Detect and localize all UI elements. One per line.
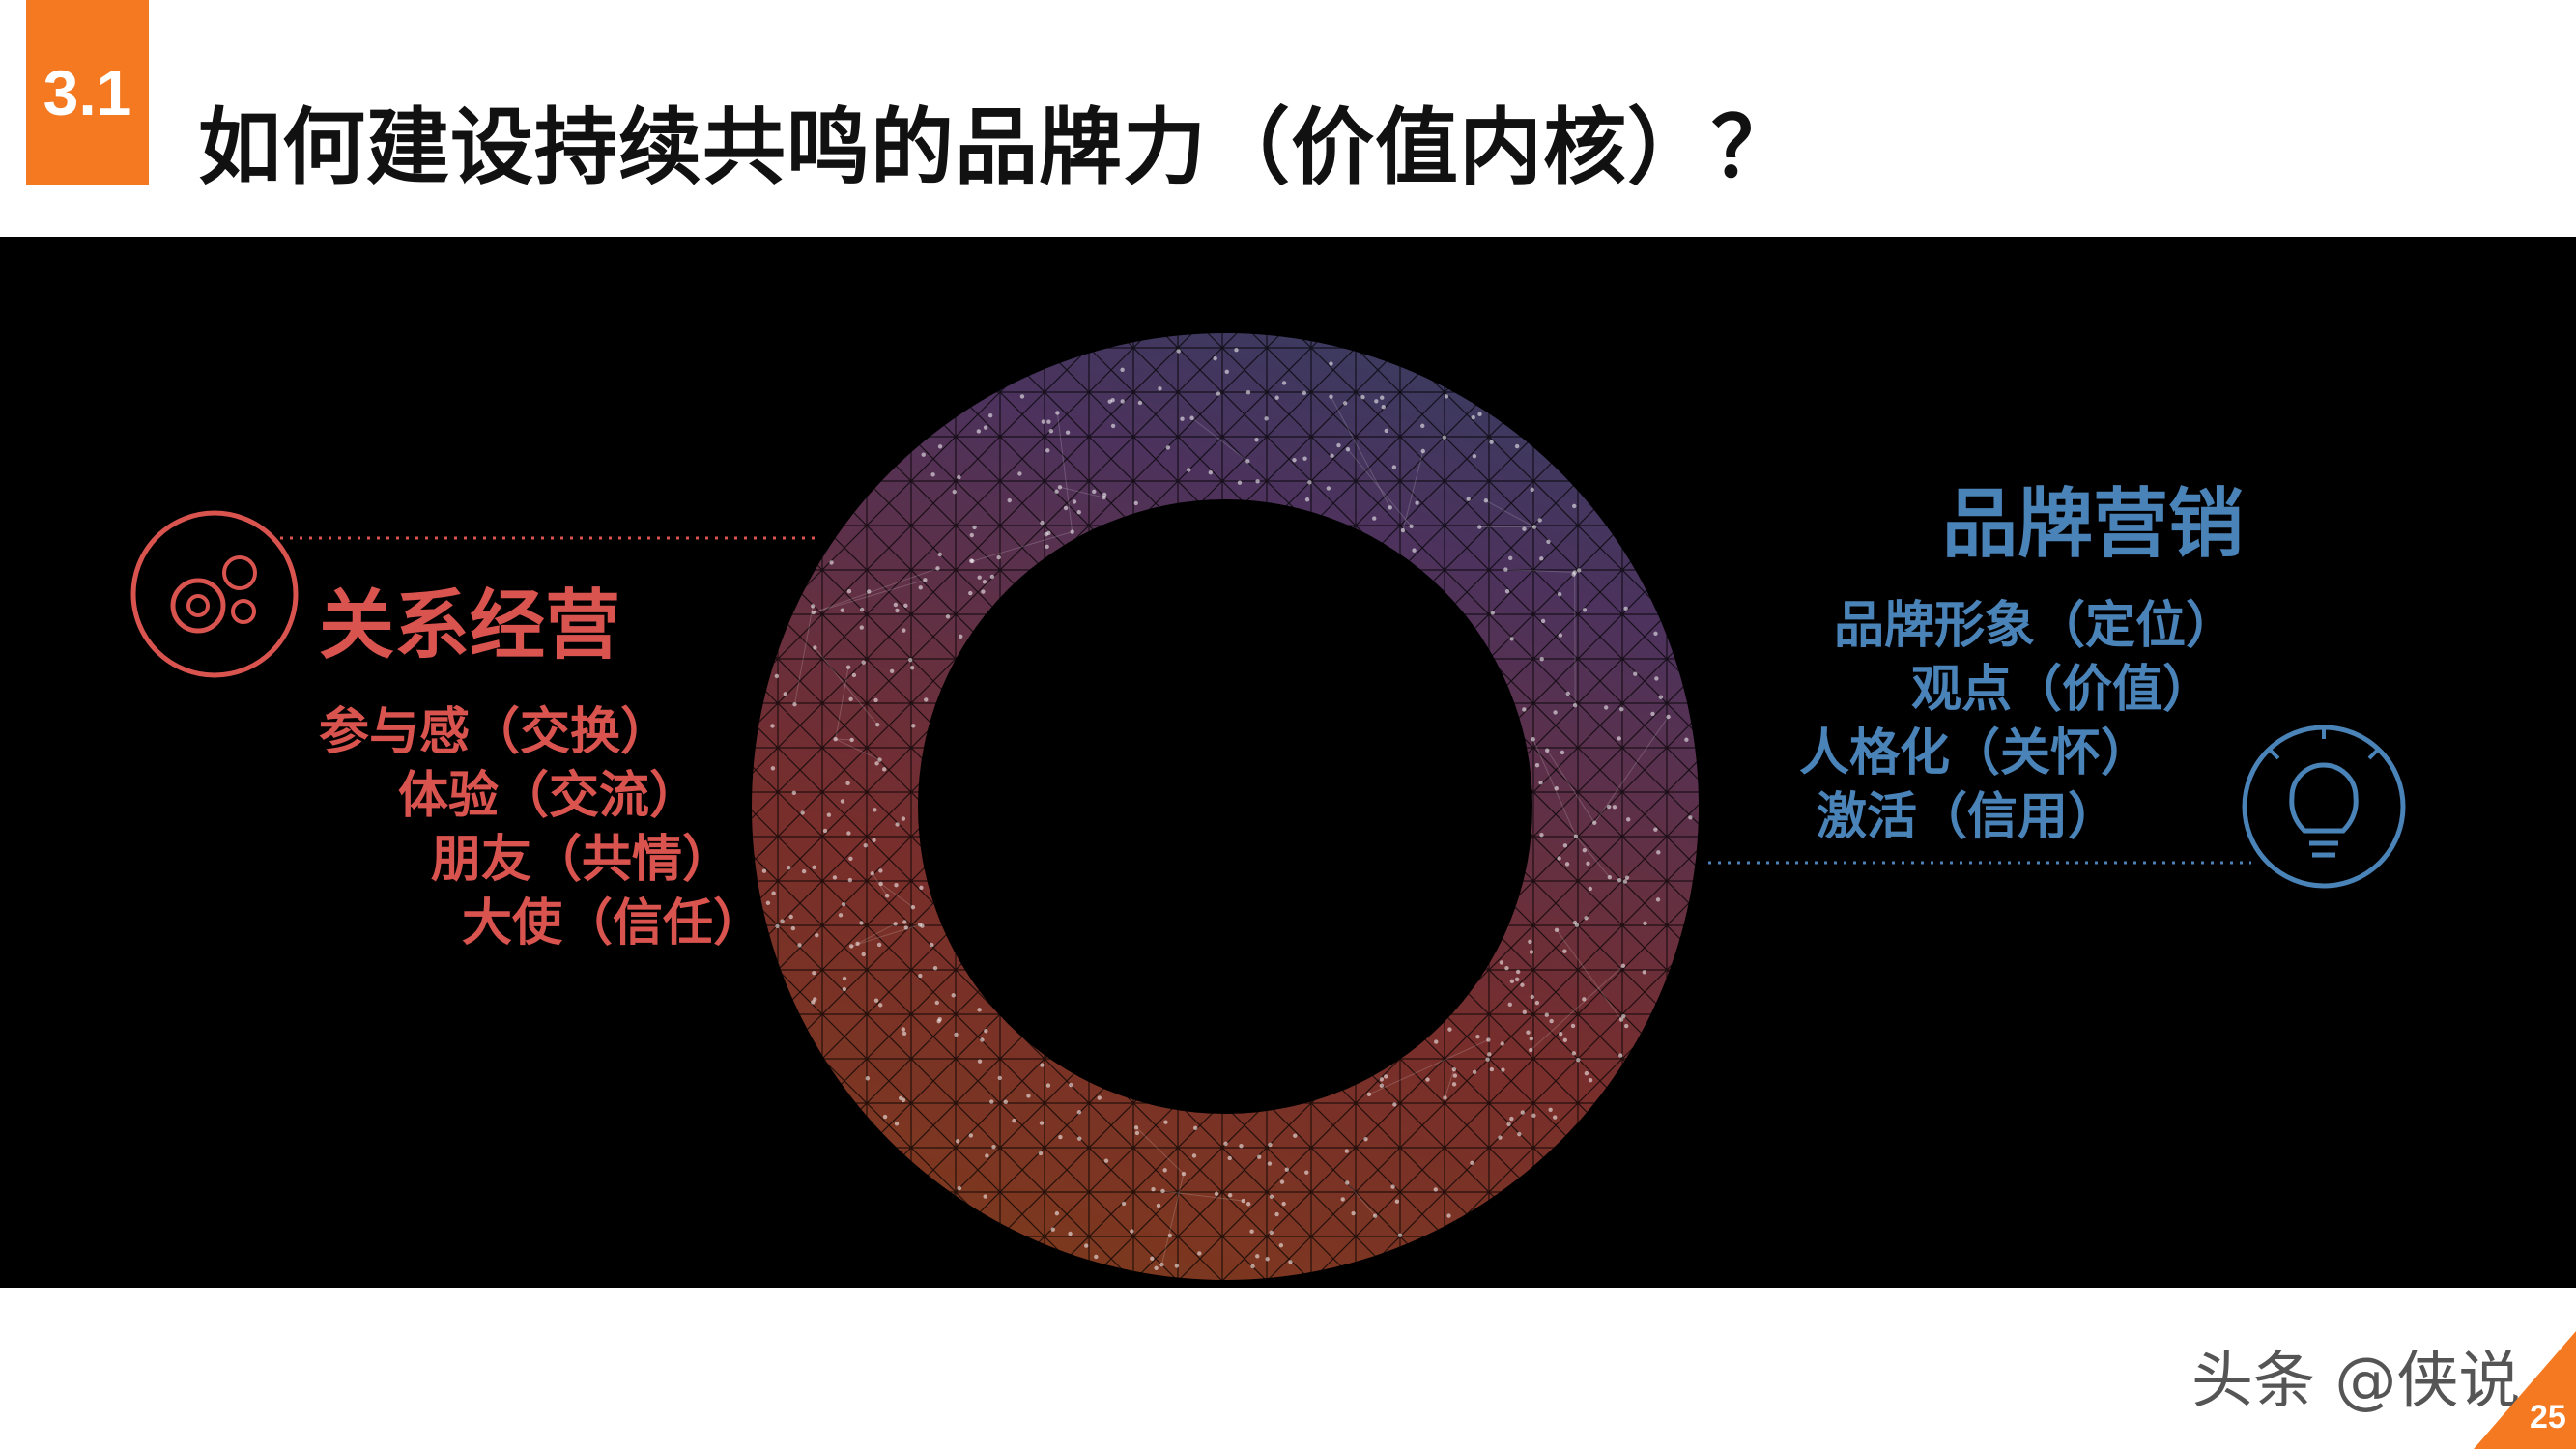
left-list-item: 参与感（交换） bbox=[319, 703, 672, 761]
watermark: 头条 @侠说 bbox=[2191, 1346, 2521, 1417]
right-list-item: 激活（信用） bbox=[1817, 788, 2119, 846]
right-heading: 品牌营销 bbox=[1942, 481, 2245, 568]
right-list-item: 品牌形象（定位） bbox=[1834, 597, 2237, 655]
page-title: 如何建设持续共鸣的品牌力（价值内核）？ bbox=[198, 99, 1795, 196]
left-list-item: 体验（交流） bbox=[398, 767, 701, 825]
section-number-badge: 3.1 bbox=[26, 0, 149, 185]
right-list-item: 观点（价值） bbox=[1911, 661, 2214, 719]
left-list-item: 大使（信任） bbox=[462, 895, 764, 952]
gears-icon bbox=[130, 510, 299, 678]
network-ring-graphic bbox=[0, 237, 2576, 1288]
left-list-item: 朋友（共情） bbox=[431, 831, 733, 889]
lightbulb-icon bbox=[2242, 724, 2406, 889]
page-corner-accent bbox=[2474, 1331, 2576, 1449]
page-number: 25 bbox=[2530, 1399, 2566, 1435]
left-heading: 关系经营 bbox=[319, 582, 621, 669]
right-list-item: 人格化（关怀） bbox=[1799, 724, 2152, 782]
diagram-panel: 关系经营 参与感（交换） 体验（交流） 朋友（共情） 大使（信任） 品牌营销 品… bbox=[0, 237, 2576, 1288]
